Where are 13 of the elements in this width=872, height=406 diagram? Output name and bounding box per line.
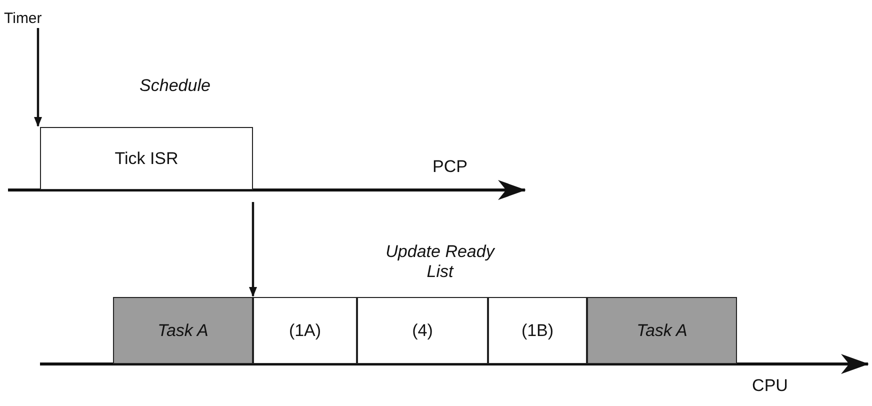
axis-label: PCP	[432, 157, 468, 177]
timer-label: Timer	[4, 8, 74, 28]
task-block: Task A	[113, 297, 253, 364]
step-block: (4)	[357, 297, 488, 364]
axis-label: CPU	[751, 376, 789, 396]
arrow	[249, 202, 257, 297]
isr-block: Tick ISR	[40, 127, 253, 190]
arrow	[34, 28, 42, 127]
phase-label: Schedule	[138, 76, 212, 96]
task-block: Task A	[587, 297, 737, 364]
step-block: (1B)	[488, 297, 587, 364]
step-block: (1A)	[253, 297, 357, 364]
phase-label: Update Ready List	[384, 242, 496, 282]
